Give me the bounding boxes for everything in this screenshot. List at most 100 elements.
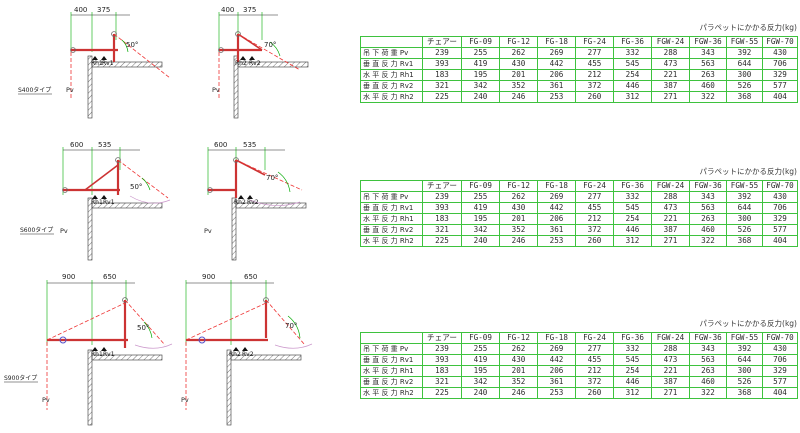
table-header-cell: FG-24 — [575, 332, 614, 344]
table-cell: 706 — [762, 354, 798, 366]
table-cell: 260 — [575, 387, 614, 399]
table-cell: 387 — [651, 224, 690, 236]
table-cell: 706 — [762, 202, 798, 214]
table-header-cell: FGW-36 — [689, 36, 727, 48]
table-header-cell: FG-09 — [461, 36, 500, 48]
dim-600: 600 — [70, 141, 83, 149]
table-cell: 526 — [726, 224, 763, 236]
dim-900: 900 — [62, 273, 75, 281]
table-header-cell: FG-18 — [537, 332, 576, 344]
table-cell: 195 — [461, 69, 500, 81]
table-cell: 253 — [537, 387, 576, 399]
table-cell: 329 — [762, 213, 798, 225]
table-row-label: 垂 直 反 力 Rv2 — [360, 80, 423, 92]
table-cell: 368 — [726, 91, 763, 103]
table-cell: 644 — [726, 202, 763, 214]
table-cell: 446 — [613, 376, 652, 388]
table-cell: 368 — [726, 387, 763, 399]
dim-535: 535 — [98, 141, 111, 149]
table-cell: 455 — [575, 202, 614, 214]
table-cell: 300 — [726, 69, 763, 81]
table-cell: 393 — [422, 58, 462, 70]
table-cell: 255 — [461, 343, 500, 355]
table-cell: 221 — [651, 365, 690, 377]
table-cell: 322 — [689, 387, 727, 399]
dim-600: 600 — [214, 141, 227, 149]
reaction-label-rv2: Rv2 — [242, 351, 254, 358]
table-cell: 368 — [726, 235, 763, 247]
table-cell: 545 — [613, 202, 652, 214]
table-cell: 419 — [461, 58, 500, 70]
table-cell: 332 — [613, 343, 652, 355]
angle-label: 50° — [130, 183, 142, 191]
table-cell: 277 — [575, 47, 614, 59]
table-cell: 312 — [613, 387, 652, 399]
table-cell: 263 — [689, 69, 727, 81]
table-cell: 343 — [689, 47, 727, 59]
table-cell: 246 — [499, 235, 538, 247]
table-cell: 644 — [726, 354, 763, 366]
table-cell: 372 — [575, 376, 614, 388]
table-corner-cell — [360, 36, 423, 48]
table-cell: 460 — [689, 80, 727, 92]
table-cell: 460 — [689, 376, 727, 388]
table-cell: 225 — [422, 387, 462, 399]
table-cell: 352 — [499, 80, 538, 92]
table-row-label: 垂 直 反 力 Rv2 — [360, 376, 423, 388]
table-title: パラペットにかかる反力(kg) — [699, 319, 797, 328]
table-header-cell: FGW-55 — [726, 332, 763, 344]
table-cell: 404 — [762, 235, 798, 247]
table-row-label: 水 平 反 力 Rh2 — [360, 91, 423, 103]
table-cell: 246 — [499, 91, 538, 103]
table-cell: 246 — [499, 387, 538, 399]
table-cell: 255 — [461, 47, 500, 59]
table-cell: 392 — [726, 47, 763, 59]
table-cell: 260 — [575, 91, 614, 103]
table-cell: 352 — [499, 224, 538, 236]
table-cell: 442 — [537, 58, 576, 70]
table-header-cell: FGW-24 — [651, 332, 690, 344]
table-cell: 183 — [422, 69, 462, 81]
table-cell: 430 — [499, 202, 538, 214]
table-cell: 706 — [762, 58, 798, 70]
angle-label: 50° — [137, 324, 149, 332]
table-cell: 361 — [537, 80, 576, 92]
table-cell: 260 — [575, 235, 614, 247]
table-cell: 201 — [499, 213, 538, 225]
table-cell: 361 — [537, 224, 576, 236]
table-header-cell: チェアー — [422, 180, 462, 192]
pv-label: Pv — [66, 86, 74, 94]
table-header-cell: FGW-24 — [651, 180, 690, 192]
reaction-label-rv2: Rv2 — [249, 60, 261, 67]
table-cell: 342 — [461, 224, 500, 236]
table-cell: 269 — [537, 191, 576, 203]
table-cell: 239 — [422, 343, 462, 355]
dim-650: 650 — [244, 273, 257, 281]
table-row-label: 吊 下 荷 重 Pv — [360, 47, 423, 59]
table-cell: 183 — [422, 365, 462, 377]
table-header-cell: FGW-70 — [762, 36, 798, 48]
diagram-s900-right: 900 650 70° Rh2 Rv2 Pv — [181, 273, 313, 426]
table-header-cell: FG-36 — [613, 180, 652, 192]
table-cell: 263 — [689, 213, 727, 225]
table-header-cell: FG-12 — [499, 332, 538, 344]
type-label: S400タイプ — [18, 86, 51, 94]
table-row-label: 吊 下 荷 重 Pv — [360, 343, 423, 355]
table-title: パラペットにかかる反力(kg) — [699, 167, 797, 176]
diagram-s400-left: 400 375 50° Rh1 Rv1 Pv S400タイプ — [18, 6, 171, 119]
table-cell: 262 — [499, 47, 538, 59]
table-cell: 563 — [689, 58, 727, 70]
table-header-cell: FG-18 — [537, 180, 576, 192]
table-cell: 262 — [499, 191, 538, 203]
table-cell: 563 — [689, 354, 727, 366]
table-cell: 455 — [575, 58, 614, 70]
table-cell: 321 — [422, 376, 462, 388]
table-cell: 262 — [499, 343, 538, 355]
